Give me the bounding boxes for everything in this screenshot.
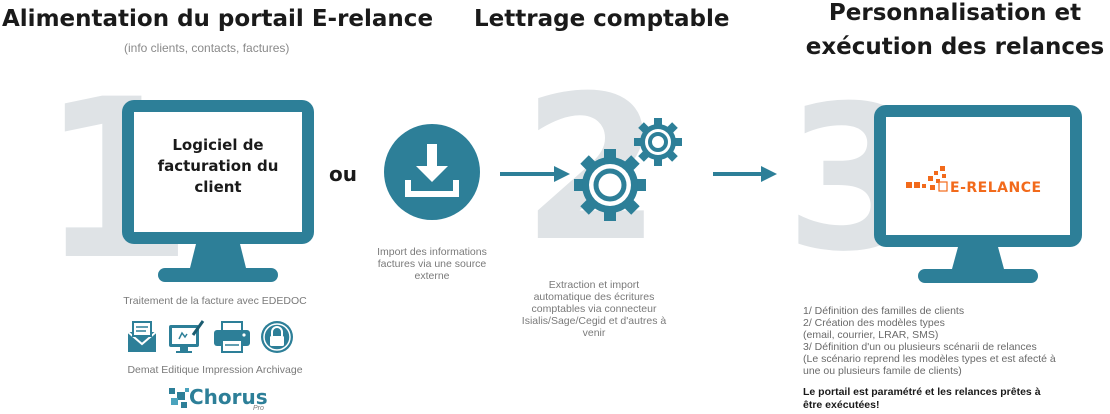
col3-list-item: (email, courrier, LRAR, SMS) xyxy=(803,329,939,341)
import-caption: Import des informations factures via une… xyxy=(377,246,487,282)
col1-title: Alimentation du portail E-relance xyxy=(2,6,434,32)
monitor-pen-icon xyxy=(169,320,205,353)
monitor-1-icon xyxy=(122,100,314,282)
col3-title-line1: Personnalisation et xyxy=(828,0,1082,26)
col3-list-item: (Le scénario reprend les modèles types e… xyxy=(803,353,1056,365)
monitor-3-icon xyxy=(874,105,1082,283)
chorus-brand: Chorus xyxy=(189,385,268,409)
col3-title-line2: exécution des relances xyxy=(805,34,1105,60)
printer-icon xyxy=(214,321,250,353)
col3-list-item: 3/ Définition d'un ou plusieurs scénarii… xyxy=(803,341,1037,353)
col3-list-item: 1/ Définition des familles de clients xyxy=(803,305,965,317)
col1-caption: Traitement de la facture avec EDEDOC xyxy=(123,295,307,307)
col3-footer: Le portail est paramétré et les relances… xyxy=(803,386,1041,411)
chorus-pro: Pro xyxy=(253,405,264,412)
e-relance-logo-icon xyxy=(906,166,948,192)
envelope-icon xyxy=(127,321,157,352)
arrow-right-icon xyxy=(500,166,570,182)
gears-icon xyxy=(574,118,682,221)
col3-list-item: 2/ Création des modèles types xyxy=(803,317,945,329)
col2-title: Lettrage comptable xyxy=(474,6,730,32)
col1-subtitle: (info clients, contacts, factures) xyxy=(124,41,290,55)
col2-caption: Extraction et import automatique des écr… xyxy=(521,279,667,339)
icon-labels: Demat Editique Impression Archivage xyxy=(127,364,303,376)
download-icon xyxy=(384,124,480,220)
padlock-icon xyxy=(261,321,293,353)
or-label: ou xyxy=(329,162,357,186)
col3-list: 1/ Définition des familles de clients 2/… xyxy=(803,305,1103,377)
chorus-logo-icon xyxy=(169,388,189,408)
monitor-1-text: Logiciel de facturation du client xyxy=(157,136,279,196)
e-relance-logo-text: E-RELANCE xyxy=(950,180,1042,196)
col3-list-item: une ou plusieurs famile de clients) xyxy=(803,365,962,377)
arrow-right-icon-2 xyxy=(713,166,777,182)
